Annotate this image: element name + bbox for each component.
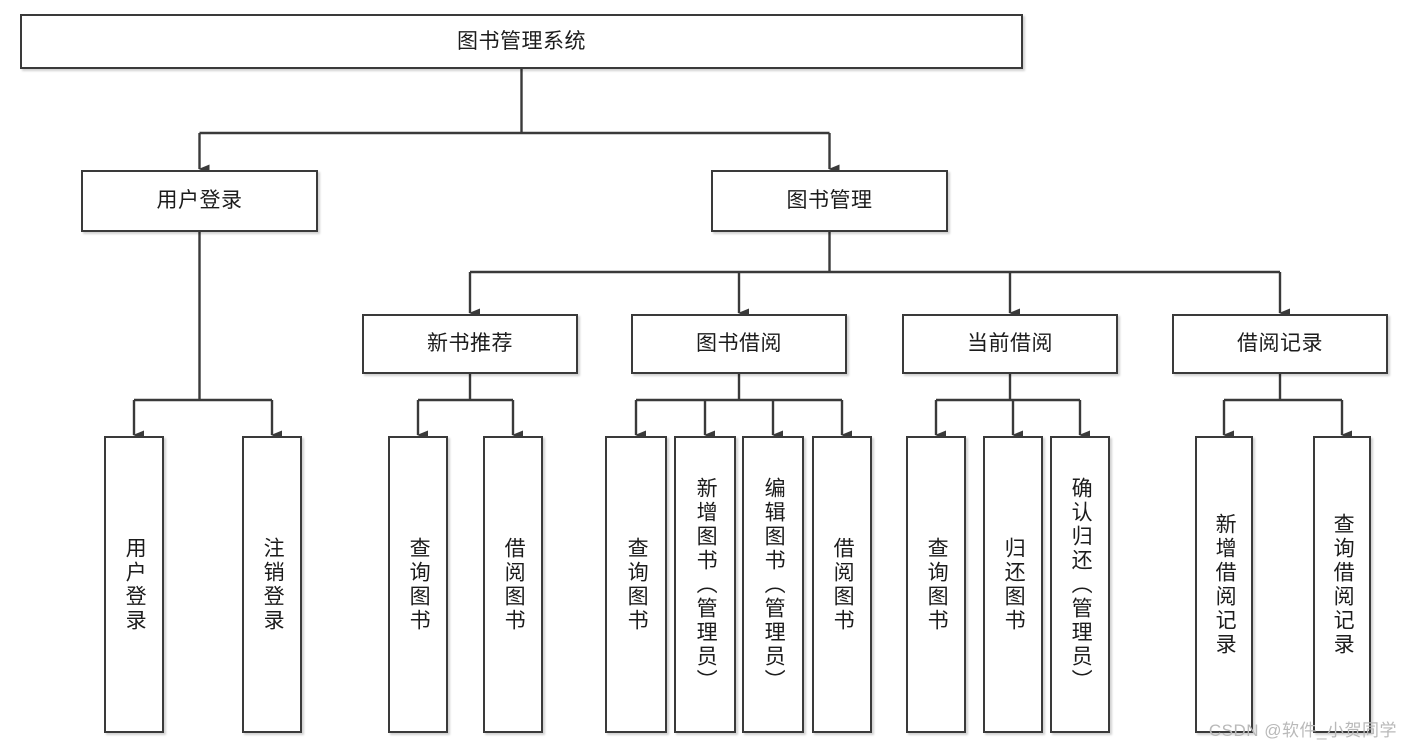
node-current-borrow[interactable]: 当前借阅 [902, 314, 1118, 374]
watermark: CSDN @软件_小贺同学 [1208, 721, 1397, 740]
node-leaf-borrow-book-2-label: 借阅图书 [831, 536, 855, 633]
node-leaf-add-record[interactable]: 新增借阅记录 [1195, 436, 1253, 733]
node-book-borrow-label: 图书借阅 [696, 332, 782, 356]
node-leaf-confirm-return-label: 确认归还（管理员） [1069, 476, 1093, 693]
node-leaf-return-book[interactable]: 归还图书 [983, 436, 1043, 733]
node-leaf-return-book-label: 归还图书 [1002, 536, 1026, 633]
node-leaf-confirm-return[interactable]: 确认归还（管理员） [1050, 436, 1110, 733]
node-leaf-add-record-label: 新增借阅记录 [1213, 512, 1237, 657]
node-leaf-user-logout[interactable]: 注销登录 [242, 436, 302, 733]
node-current-borrow-label: 当前借阅 [967, 332, 1053, 356]
node-book-borrow[interactable]: 图书借阅 [631, 314, 847, 374]
node-book-manage[interactable]: 图书管理 [711, 170, 948, 232]
node-leaf-query-record[interactable]: 查询借阅记录 [1313, 436, 1371, 733]
node-leaf-query-record-label: 查询借阅记录 [1331, 512, 1355, 657]
node-leaf-add-book[interactable]: 新增图书（管理员） [674, 436, 736, 733]
node-leaf-add-book-label: 新增图书（管理员） [694, 476, 718, 693]
node-new-book-rec[interactable]: 新书推荐 [362, 314, 578, 374]
node-borrow-record-label: 借阅记录 [1237, 332, 1323, 356]
node-leaf-user-login-label: 用户登录 [123, 536, 147, 633]
node-leaf-edit-book[interactable]: 编辑图书（管理员） [742, 436, 804, 733]
node-user-login-label: 用户登录 [156, 189, 243, 213]
node-root[interactable]: 图书管理系统 [20, 14, 1023, 69]
node-leaf-query-book-2[interactable]: 查询图书 [605, 436, 667, 733]
node-user-login[interactable]: 用户登录 [81, 170, 318, 232]
node-leaf-edit-book-label: 编辑图书（管理员） [762, 476, 786, 693]
node-leaf-user-login[interactable]: 用户登录 [104, 436, 164, 733]
node-leaf-query-book-3-label: 查询图书 [925, 536, 949, 633]
node-borrow-record[interactable]: 借阅记录 [1172, 314, 1388, 374]
node-leaf-borrow-book-1[interactable]: 借阅图书 [483, 436, 543, 733]
node-leaf-query-book-1[interactable]: 查询图书 [388, 436, 448, 733]
node-leaf-borrow-book-2[interactable]: 借阅图书 [812, 436, 872, 733]
node-book-manage-label: 图书管理 [786, 189, 873, 213]
node-root-label: 图书管理系统 [457, 29, 586, 53]
node-leaf-query-book-3[interactable]: 查询图书 [906, 436, 966, 733]
node-leaf-query-book-1-label: 查询图书 [407, 536, 431, 633]
node-leaf-borrow-book-1-label: 借阅图书 [502, 536, 526, 633]
node-leaf-query-book-2-label: 查询图书 [625, 536, 649, 633]
node-leaf-user-logout-label: 注销登录 [261, 536, 285, 633]
node-new-book-rec-label: 新书推荐 [427, 332, 513, 356]
